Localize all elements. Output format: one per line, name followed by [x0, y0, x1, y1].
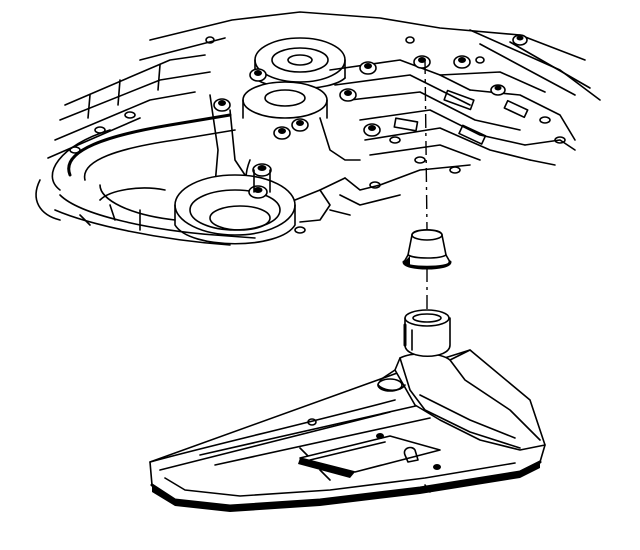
transmission-fluid-filter — [149, 309, 546, 512]
filter-seal — [402, 228, 452, 270]
alignment-centerline — [424, 59, 428, 310]
case-bolt — [213, 34, 528, 199]
transmission-case — [35, 11, 601, 246]
